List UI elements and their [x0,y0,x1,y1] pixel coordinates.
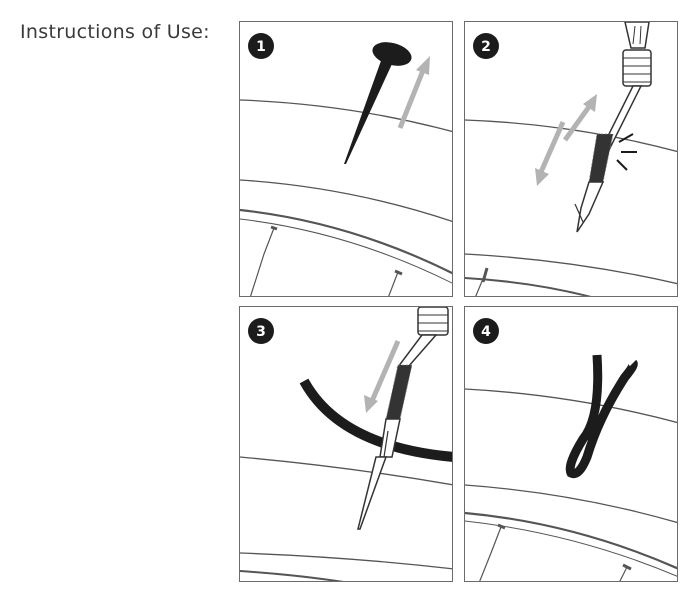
step-4-panel: 4 [464,306,678,582]
step-2-panel: 2 [464,21,678,297]
step-2-illustration: 2 [465,22,677,296]
rasp-tool-icon [574,22,652,233]
step-4-badge: 4 [473,318,499,344]
step-3-panel: 3 [239,306,453,582]
step-4-illustration: 4 [465,318,677,581]
arrow-down-icon [364,340,401,413]
svg-text:1: 1 [256,39,266,55]
arrow-up-down-icon [535,94,597,186]
svg-text:2: 2 [481,39,491,55]
step-1-panel: 1 [239,21,453,297]
arrow-up-icon [397,56,430,129]
step-1-illustration: 1 [240,33,452,296]
svg-text:3: 3 [256,324,266,340]
svg-text:4: 4 [481,324,491,340]
tire-plug-icon [565,354,638,479]
step-3-badge: 3 [248,318,274,344]
instructions-heading: Instructions of Use: [20,21,210,43]
step-2-badge: 2 [473,33,499,59]
step-3-illustration: 3 [240,307,452,581]
nail-icon [344,42,412,164]
step-1-badge: 1 [248,33,274,59]
needle-tool-icon [357,307,449,530]
